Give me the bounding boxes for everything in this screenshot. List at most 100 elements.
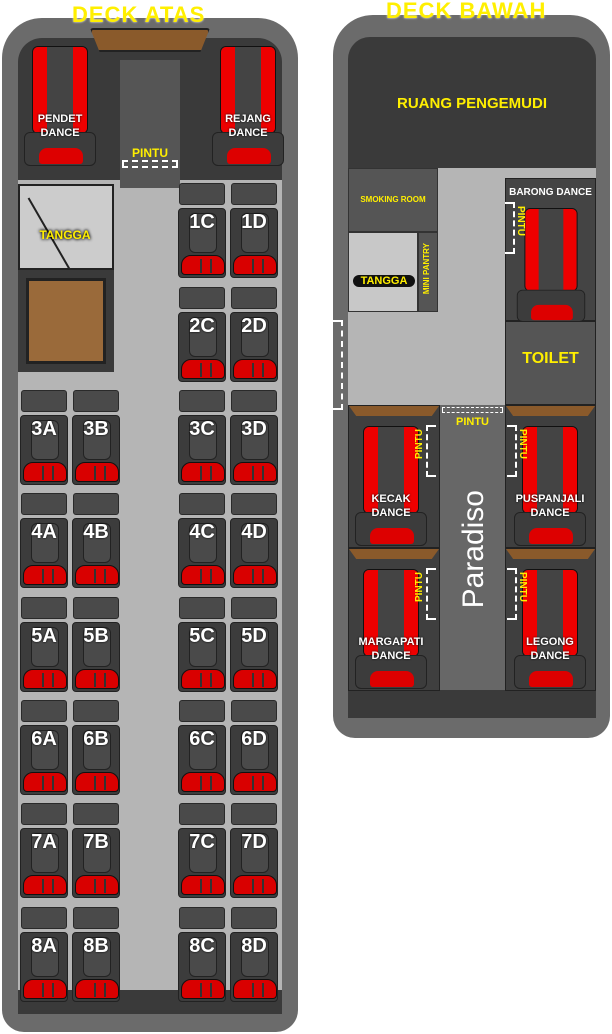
seat-7d[interactable]: 7D [230, 803, 278, 899]
seat-back [83, 523, 111, 563]
seat-5d[interactable]: 5D [230, 597, 278, 693]
seat-backrest [522, 569, 578, 657]
seat-3d[interactable]: 3D [230, 390, 278, 486]
barong-door[interactable] [505, 202, 515, 254]
seat-7a[interactable]: 7A [20, 803, 68, 899]
lower-side-door[interactable] [333, 320, 343, 410]
seat-1c[interactable]: 1C [178, 183, 226, 279]
seat-1d[interactable]: 1D [230, 183, 278, 279]
smoking-room [348, 168, 438, 232]
seat-cushion [233, 772, 277, 792]
aisle-label-paradiso: Paradiso [457, 490, 490, 609]
seat-back [83, 833, 111, 873]
suite-trim [506, 406, 595, 416]
seat-6d[interactable]: 6D [230, 700, 278, 796]
seat-body [20, 725, 68, 795]
seat-cushion [75, 875, 119, 895]
seat-4a[interactable]: 4A [20, 493, 68, 589]
seat-body [230, 415, 278, 485]
seat-5b[interactable]: 5B [72, 597, 120, 693]
suite-aisle-door[interactable] [442, 407, 503, 413]
seat-2d[interactable]: 2D [230, 287, 278, 383]
seat-body [72, 932, 120, 1002]
seat-cushion [233, 462, 277, 482]
seat-6c[interactable]: 6C [178, 700, 226, 796]
seat-8d[interactable]: 8D [230, 907, 278, 1003]
seat-7b[interactable]: 7B [72, 803, 120, 899]
upper-door[interactable] [122, 160, 178, 168]
seat-body [20, 828, 68, 898]
seat-number: 8C [189, 935, 215, 957]
seat-3b[interactable]: 3B [72, 390, 120, 486]
seat-back [83, 627, 111, 667]
seat-6b[interactable]: 6B [72, 700, 120, 796]
seat-backrest [522, 426, 578, 514]
seat-back [31, 730, 59, 770]
lower-deck-title: DECK BAWAH [386, 0, 547, 23]
seat-label-line: DANCE [371, 650, 411, 662]
seat-body [230, 312, 278, 382]
seat-body [20, 518, 68, 588]
seat-number: 7D [241, 831, 267, 853]
suite-door[interactable] [426, 568, 436, 620]
seat-backrest [363, 569, 419, 657]
seat-back [83, 420, 111, 460]
seat-number: 3D [241, 418, 267, 440]
seat-label-line: DANCE [530, 507, 570, 519]
seat-cushion [181, 462, 225, 482]
seat-2c[interactable]: 2C [178, 287, 226, 383]
suite-door[interactable] [507, 425, 517, 477]
suite-door[interactable] [426, 425, 436, 477]
seat-body [20, 415, 68, 485]
seat-backrest [363, 426, 419, 514]
seat-table [231, 183, 277, 205]
seat-8c[interactable]: 8C [178, 907, 226, 1003]
suite-door-label: PINTU [517, 572, 528, 602]
seat-table [179, 390, 225, 412]
seat-body [230, 828, 278, 898]
seat-back [189, 420, 217, 460]
seat-label-line: DANCE [371, 507, 411, 519]
suite-trim [349, 406, 439, 416]
seat-3a[interactable]: 3A [20, 390, 68, 486]
seat-label-line: DANCE [40, 127, 80, 139]
seat-8a[interactable]: 8A [20, 907, 68, 1003]
seat-6a[interactable]: 6A [20, 700, 68, 796]
seat-8b[interactable]: 8B [72, 907, 120, 1003]
seat-3c[interactable]: 3C [178, 390, 226, 486]
barong-seat[interactable] [513, 208, 589, 322]
seat-5a[interactable]: 5A [20, 597, 68, 693]
seat-4c[interactable]: 4C [178, 493, 226, 589]
seat-number: 7B [83, 831, 109, 853]
seat-back [189, 937, 217, 977]
seat-base [516, 289, 586, 322]
seat-4d[interactable]: 4D [230, 493, 278, 589]
seat-5c[interactable]: 5C [178, 597, 226, 693]
seat-body [230, 932, 278, 1002]
suite-door[interactable] [507, 568, 517, 620]
seat-7c[interactable]: 7C [178, 803, 226, 899]
seat-cushion [23, 772, 67, 792]
seat-number: 6C [189, 728, 215, 750]
suite-door-label: PINTU [414, 429, 425, 459]
seat-back [31, 937, 59, 977]
seat-body [178, 312, 226, 382]
seat-table [73, 700, 119, 722]
seat-back [189, 523, 217, 563]
seat-back [241, 627, 269, 667]
seat-4b[interactable]: 4B [72, 493, 120, 589]
barong-door-label: PINTU [515, 206, 526, 236]
seat-number: 7A [31, 831, 57, 853]
